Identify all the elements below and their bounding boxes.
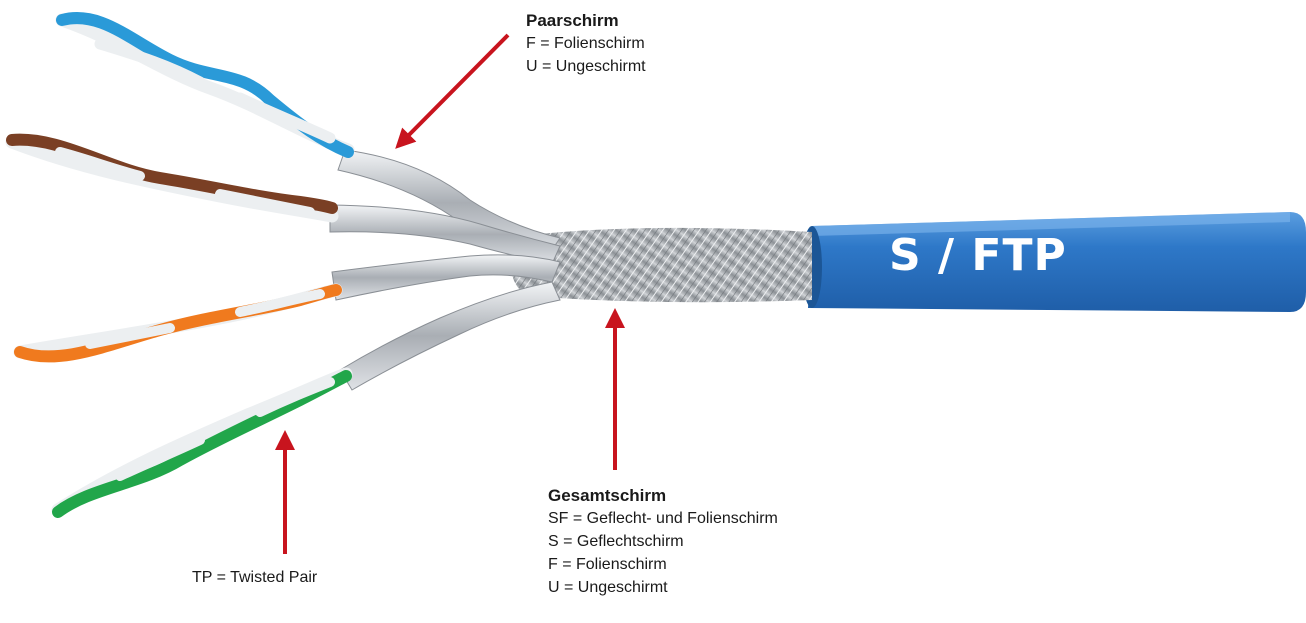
pair-shield-heading: Paarschirm xyxy=(526,9,646,32)
pair-orange-white xyxy=(20,290,336,356)
overall-shield-line: S = Geflechtschirm xyxy=(548,530,778,553)
pair-shield-line: U = Ungeschirmt xyxy=(526,55,646,78)
overall-shield-line: U = Ungeschirmt xyxy=(548,576,778,599)
pair-shield-arrow xyxy=(398,35,508,146)
pair-shield-line: F = Folienschirm xyxy=(526,32,646,55)
overall-shield-heading: Gesamtschirm xyxy=(548,484,778,507)
overall-shield-annotation: Gesamtschirm SF = Geflecht- und Foliensc… xyxy=(548,484,778,599)
pair-brown-white xyxy=(12,140,332,216)
pair-foil-shields xyxy=(330,150,560,390)
pair-green-white xyxy=(58,374,346,512)
overall-shield-line: SF = Geflecht- und Folienschirm xyxy=(548,507,778,530)
twisted-pair-text: TP = Twisted Pair xyxy=(192,566,317,589)
cable-type-label: S / FTP xyxy=(889,230,1067,281)
pair-blue-white xyxy=(62,18,348,152)
pair-shield-annotation: Paarschirm F = Folienschirm U = Ungeschi… xyxy=(526,9,646,78)
twisted-pair-annotation: TP = Twisted Pair xyxy=(192,566,317,589)
overall-shield-line: F = Folienschirm xyxy=(548,553,778,576)
